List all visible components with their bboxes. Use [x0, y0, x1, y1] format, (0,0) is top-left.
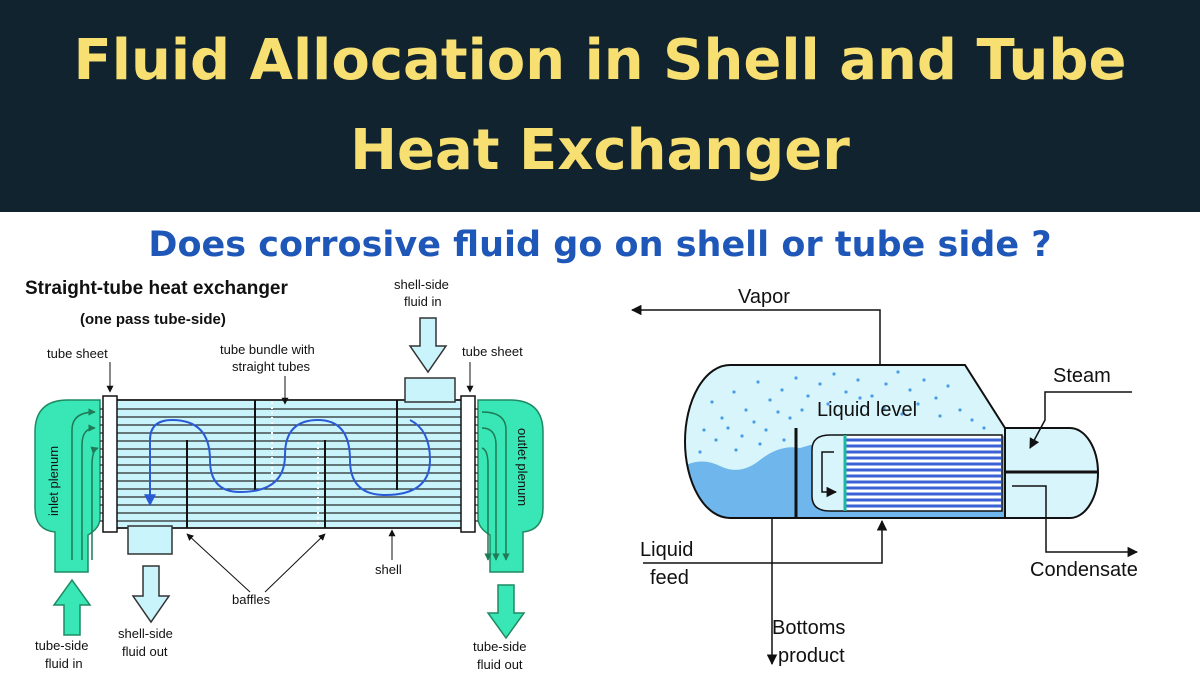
- tube-side-out-arrow: [486, 584, 526, 640]
- leader-lines: [106, 362, 474, 593]
- reboiler-piping: [630, 304, 1139, 666]
- vessel-outline: [684, 364, 1006, 519]
- vapor-line: [630, 304, 881, 365]
- shell-side-out-label-2: fluid out: [122, 644, 168, 659]
- page-title-line-2: Heat Exchanger: [350, 118, 850, 183]
- outlet-plenum-label: outlet plenum: [515, 428, 530, 506]
- diagram-canvas: Straight-tube heat exchanger (one pass t…: [25, 277, 1139, 672]
- tube-side-in-label-1: tube-side: [35, 638, 88, 653]
- kettle-reboiler: Vapor Steam Liquid level Liquid feed Con…: [630, 286, 1139, 667]
- shell-side-out-arrow: [131, 565, 171, 624]
- outlet-plenum: [477, 399, 544, 573]
- tube-bundle-label-2: straight tubes: [232, 359, 311, 374]
- inlet-plenum-label: inlet plenum: [46, 446, 61, 516]
- steam-label: Steam: [1053, 365, 1111, 387]
- tube-sheet-left-label: tube sheet: [47, 346, 108, 361]
- tube-side-in-label-2: fluid in: [45, 656, 83, 671]
- shell-side-in-arrow: [408, 317, 448, 374]
- steam-line: [1029, 391, 1132, 449]
- reboiler-tube-bundle: [844, 434, 1003, 512]
- vapor-bubbles: [698, 370, 986, 454]
- title-banner: Fluid Allocation in Shell and Tube Heat …: [0, 0, 1200, 212]
- straight-tube-heat-exchanger: Straight-tube heat exchanger (one pass t…: [25, 277, 544, 672]
- bottoms-product-label-2: product: [778, 645, 845, 667]
- shell-outlet-nozzle: [127, 525, 173, 555]
- page-title-line-1: Fluid Allocation in Shell and Tube: [73, 28, 1127, 93]
- shell-side-out-label-1: shell-side: [118, 626, 173, 641]
- condensate-label: Condensate: [1030, 559, 1138, 581]
- tube-sheet-right-label: tube sheet: [462, 344, 523, 359]
- tube-bundle-label-1: tube bundle with: [220, 342, 315, 357]
- left-diagram-subtitle: (one pass tube-side): [80, 311, 226, 328]
- tube-sheet-left: [102, 395, 118, 533]
- page-subtitle: Does corrosive fluid go on shell or tube…: [148, 225, 1052, 265]
- vapor-label: Vapor: [738, 286, 790, 308]
- reboiler-tubes: [846, 438, 1001, 508]
- liquid-feed-label-2: feed: [650, 567, 689, 589]
- liquid-feed-line: [643, 519, 888, 564]
- shell-side-in-label-2: fluid in: [404, 294, 442, 309]
- liquid-feed-label-1: Liquid: [640, 539, 693, 561]
- shell: [109, 399, 469, 529]
- shell-label: shell: [375, 562, 402, 577]
- inlet-plenum: [34, 399, 101, 573]
- bundle-return-flow: [821, 451, 838, 498]
- baffles-label: baffles: [232, 592, 271, 607]
- liquid-level-label: Liquid level: [817, 399, 917, 421]
- left-diagram-title: Straight-tube heat exchanger: [25, 278, 288, 299]
- baffles: [186, 400, 398, 528]
- tube-side-out-label-2: fluid out: [477, 657, 523, 672]
- shell-flow-path: [144, 418, 432, 507]
- bundle-return-head: [811, 434, 846, 512]
- baffle-tube-holes: [271, 402, 319, 526]
- shell-side-in-label-1: shell-side: [394, 277, 449, 292]
- shell-inlet-nozzle: [404, 377, 456, 403]
- plenum-flow-arrows: [71, 408, 510, 561]
- condensate-line: [1012, 485, 1139, 558]
- tube-side-in-arrow: [52, 578, 92, 636]
- tube-sheet-right: [460, 395, 476, 533]
- bottoms-product-label-1: Bottoms: [772, 617, 845, 639]
- tube-side-out-label-1: tube-side: [473, 639, 526, 654]
